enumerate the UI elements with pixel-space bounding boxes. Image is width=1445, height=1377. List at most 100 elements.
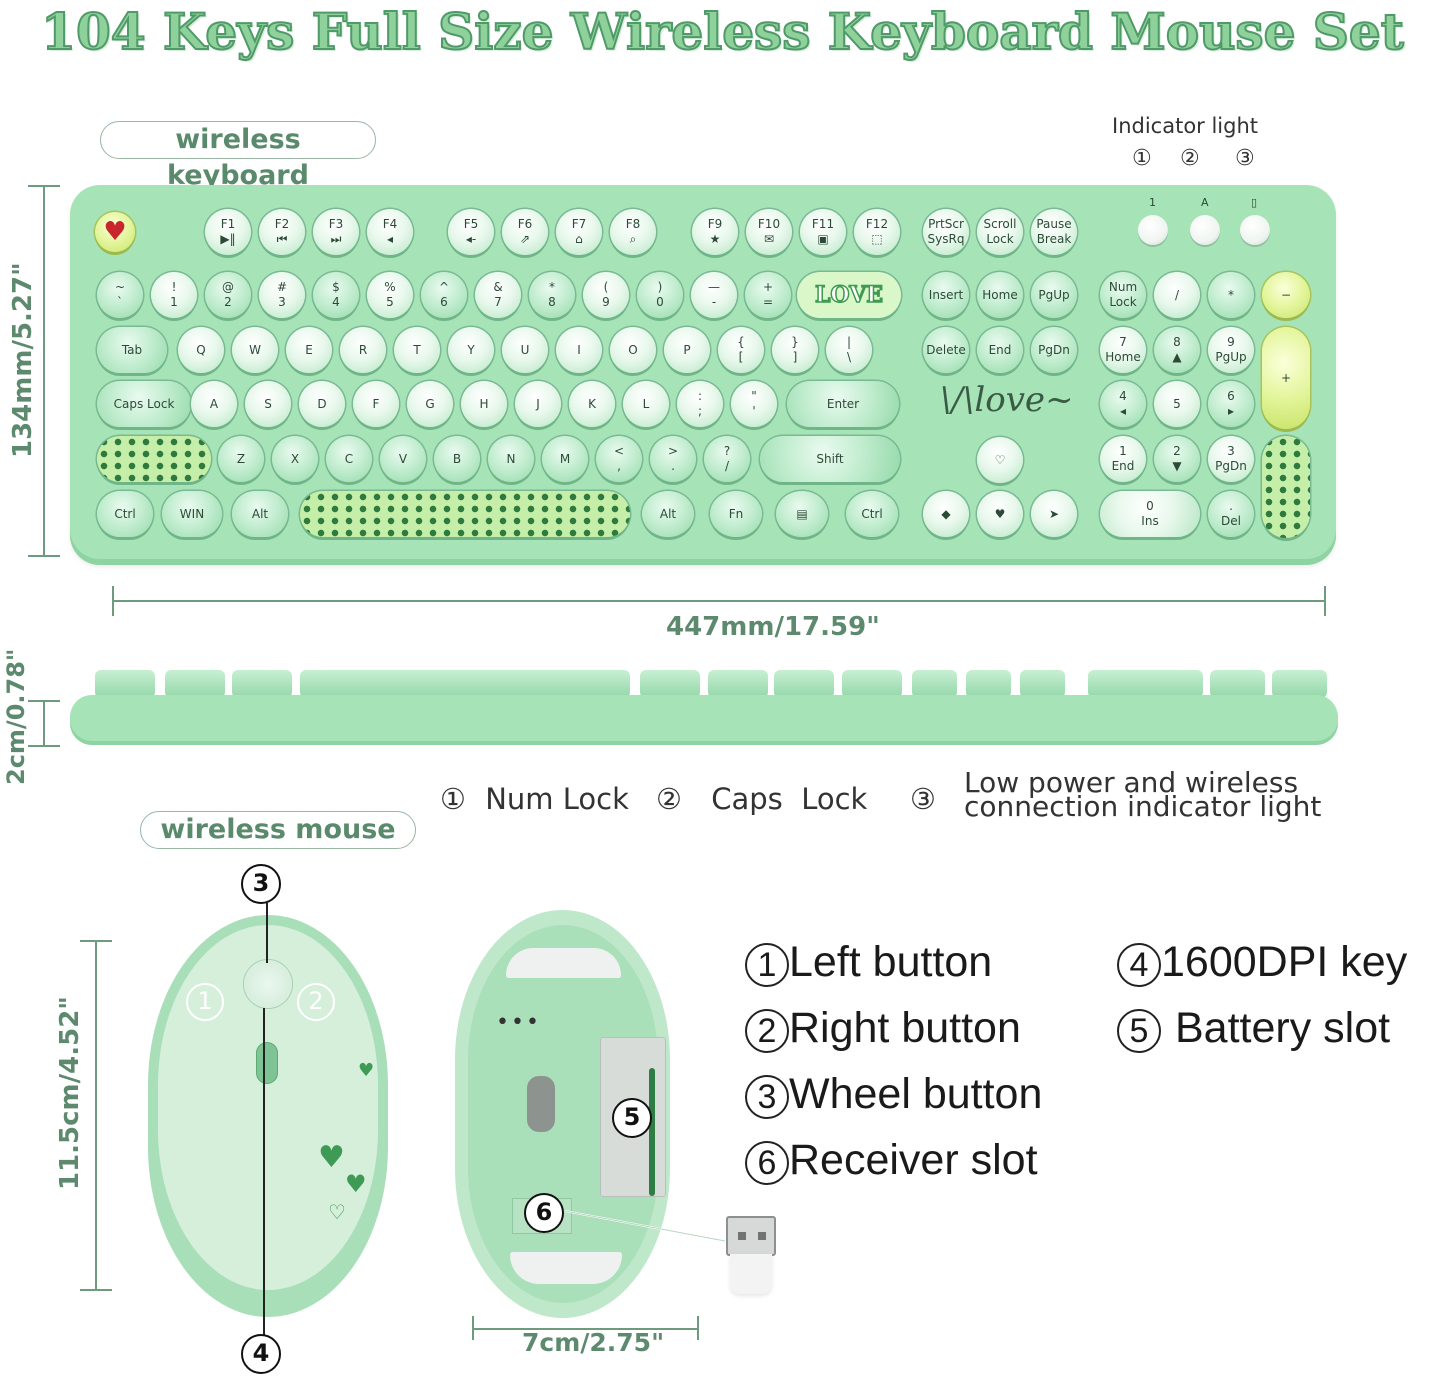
heart-icon: ♥ xyxy=(103,216,127,247)
heart-icon: ♥ xyxy=(318,1140,345,1175)
mouse-width-dimension-line xyxy=(472,1328,698,1330)
key-9-row3: : ; xyxy=(677,381,723,427)
key-0-row4: Z xyxy=(218,436,264,482)
keyboard-width-text: 447mm/17.59" xyxy=(666,612,880,642)
key-enter: Enter xyxy=(787,381,899,427)
indicator-light-label: Indicator light xyxy=(1112,114,1259,138)
keyboard-height-text: 134mm/5.27" xyxy=(8,262,38,458)
legend-low-power-number: ③ xyxy=(910,782,936,816)
indicator-key-label-1: 1 xyxy=(1149,196,1156,209)
mouse-width-tick-right xyxy=(697,1316,699,1340)
key-row1-1: ! 1 xyxy=(151,272,197,318)
love-script-text: love xyxy=(974,380,1046,420)
key-ctrl-right: Ctrl xyxy=(846,491,898,537)
key-3-row4: V xyxy=(380,436,426,482)
mouse-wheel xyxy=(244,960,292,1008)
legend-low-power: ③ xyxy=(910,782,936,816)
key-row1-12: + = xyxy=(745,272,791,318)
battery-slot-bar xyxy=(649,1068,655,1196)
key-num-3: 3 PgDn xyxy=(1208,436,1254,482)
key-f10: F10 ✉ xyxy=(746,209,792,255)
key-f5: F5 ◂- xyxy=(448,209,494,255)
key-3-row3: F xyxy=(353,381,399,427)
love-script-decoration: \/\love~ xyxy=(940,380,1074,420)
mouse-left-button-marker: 1 xyxy=(186,983,224,1021)
key-num-2: 2 ▼ xyxy=(1154,436,1200,482)
key-row1-8: * 8 xyxy=(529,272,575,318)
mouse-legend-receiver-slot-text: Receiver slot xyxy=(789,1136,1038,1184)
key-num-star: * xyxy=(1208,272,1254,318)
key-9-row4: ? / xyxy=(704,436,750,482)
keyboard-thickness-tick-bottom xyxy=(28,745,60,747)
key-2-row3: D xyxy=(299,381,345,427)
key-hearts-left xyxy=(97,436,211,482)
key-0-row2: Q xyxy=(178,327,224,373)
indicator-number-1: ① xyxy=(1132,146,1152,171)
keyboard-height-tick-top xyxy=(28,185,60,187)
mouse-legend-battery-slot-number: 5 xyxy=(1117,1008,1161,1053)
key-5-row4: N xyxy=(488,436,534,482)
heart-icon: ♡ xyxy=(328,1200,346,1224)
page-title: 104 Keys Full Size Wireless Keyboard Mou… xyxy=(40,1,1405,62)
keyboard-width-tick-left xyxy=(112,586,114,616)
key-nav-end: End xyxy=(977,327,1023,373)
key-sys-1: PrtScr SysRq xyxy=(923,209,969,255)
indicator-light-1 xyxy=(1138,215,1168,245)
key-8-row3: L xyxy=(623,381,669,427)
key-nav-pgup: PgUp xyxy=(1031,272,1077,318)
mouse-height-text: 11.5cm/4.52" xyxy=(55,996,85,1190)
callout-dpi: 4 xyxy=(241,1334,281,1374)
indicator-light-2 xyxy=(1190,215,1220,245)
legend-low-power-text: Low power and wireless connection indica… xyxy=(964,766,1322,823)
side-view-keycap xyxy=(165,670,225,698)
key-2-row2: E xyxy=(286,327,332,373)
key-0-row3: A xyxy=(191,381,237,427)
key-num-4: 4 ◂ xyxy=(1100,381,1146,427)
key-7-row4: < , xyxy=(596,436,642,482)
key-arrow-right: ➤ xyxy=(1031,491,1077,537)
mouse-legend-left-button-number: 1 xyxy=(745,942,789,987)
key-space xyxy=(300,491,630,537)
key-1-row4: X xyxy=(272,436,318,482)
key-menu: ▤ xyxy=(776,491,828,537)
side-view-keycap xyxy=(842,670,902,698)
key-10-row2: { [ xyxy=(718,327,764,373)
key-num-6: 6 ▸ xyxy=(1208,381,1254,427)
key-row1-10: ) 0 xyxy=(637,272,683,318)
callout-3-line xyxy=(266,903,268,963)
key-num-8: 8 ▲ xyxy=(1154,327,1200,373)
key-1-row2: W xyxy=(232,327,278,373)
callout-4-line xyxy=(263,1008,265,1338)
key-12-row2: | \ xyxy=(826,327,872,373)
mouse-width-tick-left xyxy=(472,1316,474,1340)
key-shift: Shift xyxy=(760,436,900,482)
key-f9: F9 ★ xyxy=(692,209,738,255)
key-row1-0: ~ ` xyxy=(97,272,143,318)
key-num-enter-hearts xyxy=(1262,436,1310,538)
keyboard-thickness-line xyxy=(43,700,45,746)
key-alt-left: Alt xyxy=(232,491,288,537)
mouse-legend-dpi-key-number: 4 xyxy=(1117,942,1161,987)
mouse-legend-right-button-number: 2 xyxy=(745,1008,789,1053)
callout-receiver: 6 xyxy=(524,1193,564,1233)
mouse-feet-bottom xyxy=(510,1252,622,1284)
key-7-row2: I xyxy=(556,327,602,373)
key-win: WIN xyxy=(162,491,222,537)
wireless-keyboard-label: wireless keyboard xyxy=(100,121,376,191)
key-sys-2: Scroll Lock xyxy=(977,209,1023,255)
key-row1-5: % 5 xyxy=(367,272,413,318)
key-row1-9: ( 9 xyxy=(583,272,629,318)
side-view-keycap xyxy=(1088,670,1203,698)
key-nav-home: Home xyxy=(977,272,1023,318)
love-badge-text: LOVE xyxy=(814,281,884,308)
key-num-dot: . Del xyxy=(1208,491,1254,537)
mouse-legend-dpi-key-text: 1600DPI key xyxy=(1161,938,1408,986)
mouse-height-tick-top xyxy=(80,940,112,942)
key-f6: F6 ⇗ xyxy=(502,209,548,255)
mouse-legend-left-button-text: Left button xyxy=(789,938,993,986)
mouse-optical-sensor xyxy=(527,1076,555,1132)
keyboard-thickness-text: 2cm/0.78" xyxy=(2,648,30,785)
